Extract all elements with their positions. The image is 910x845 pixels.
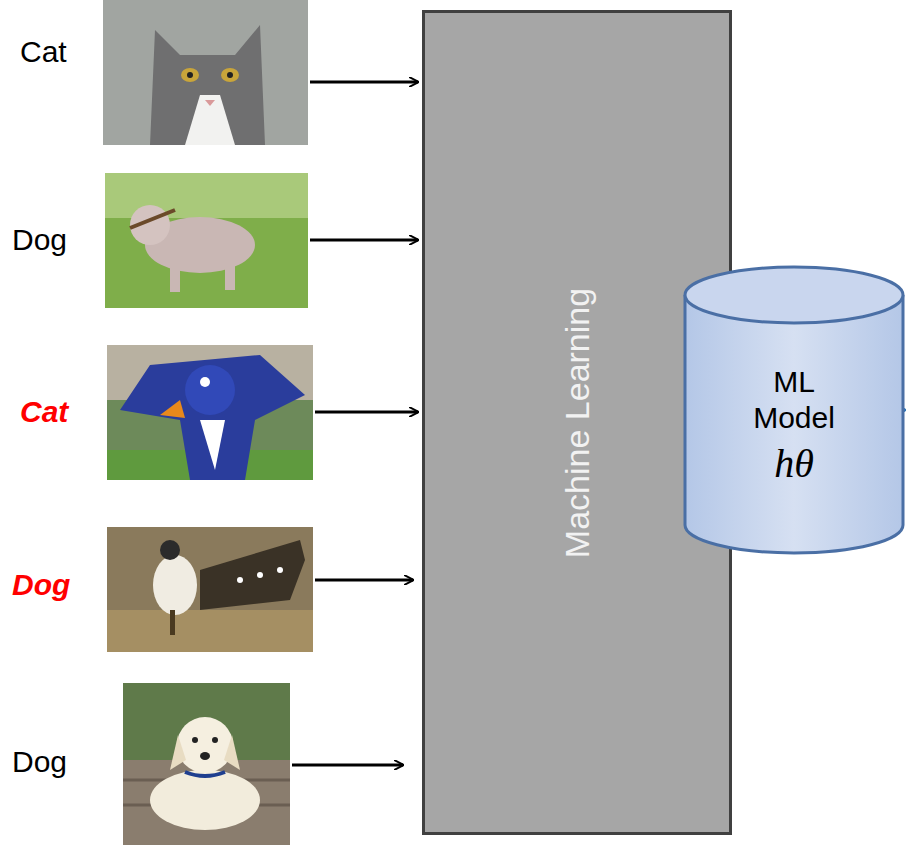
input-arrows [292, 82, 418, 765]
grouse-photo [107, 527, 313, 652]
process-label: Machine Learning [560, 287, 594, 557]
model-label: ML Model [729, 364, 859, 436]
cat-photo [103, 0, 308, 145]
class-label: Cat [20, 397, 68, 427]
database-cylinder: ML Modelhθ [683, 265, 905, 555]
dog-photo [105, 173, 308, 308]
class-label: Dog [12, 747, 67, 777]
class-label: Cat [20, 37, 67, 67]
model-symbol: hθ [683, 440, 905, 487]
class-label: Dog [12, 225, 67, 255]
class-label: Dog [12, 570, 70, 600]
mascot-photo [107, 345, 313, 480]
bench-dog-photo [123, 683, 290, 845]
